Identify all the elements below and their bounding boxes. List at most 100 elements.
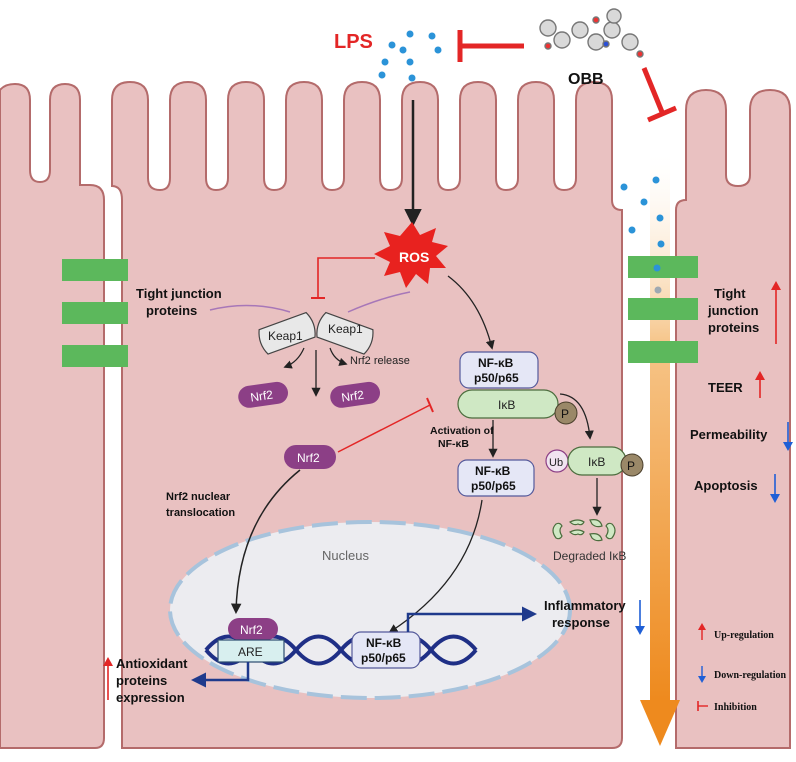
nrf2-shape [238,381,288,408]
ros-burst-icon [374,222,448,288]
lps-dot [652,176,660,184]
nfkb-nuclear-box [351,631,421,669]
lps-dot [378,71,386,79]
keap1-arrow-left [283,347,305,369]
lps-dot [640,198,648,206]
tight-junction-bar [62,345,128,367]
legend-down-arrowhead [698,676,706,683]
are-box [217,639,285,663]
nrf2-released-left: Nrf2 [238,381,288,408]
lps-dot [620,183,628,191]
tight-junction-right-label: Tight junction proteins [707,286,762,335]
lps-dot [406,58,414,66]
degraded-ikb-icon [552,519,616,542]
nucleus-label: Nucleus [322,548,369,563]
paracellular-channel [650,155,670,700]
obb-inhibits-leak-bar [647,105,677,123]
right-cell [675,88,791,749]
nrf2-released-right: Nrf2 [330,381,380,408]
nrf2-bound [228,618,278,640]
ikb-to-ub-arrow [559,393,594,440]
obb-inhibits-leak-line [641,67,665,113]
keap1-left [258,311,316,355]
nrf2-cytoplasm-label: Nrf2 [297,451,320,465]
ikb-ub-phospho-circle [620,453,644,477]
permeability-label: Permeability [690,427,768,442]
ros-inhibits-keap1-line [317,257,375,298]
lps-dot [628,226,636,234]
degraded-ikb-label: Degraded IκB [553,549,626,563]
tight-junction-bar [628,298,698,320]
tight-junctions-left [62,259,128,367]
keap1-dimer: Keap1 Keap1 [258,311,374,355]
tight-junction-bar [628,341,698,363]
nrf2-inhibits-ikb-line [337,404,431,453]
nucleus [168,520,572,700]
legend: Up-regulation Down-regulation Inhibition [697,623,786,713]
antioxidant-label: Antioxidant proteins expression [116,656,191,705]
lps-dot [408,74,416,82]
lps-dot [428,32,436,40]
lps-dot [381,58,389,66]
keap1-left-label: Keap1 [268,329,303,343]
apoptosis-label: Apoptosis [694,478,758,493]
ros-label: ROS [399,249,429,265]
lps-dot [657,240,665,248]
paracellular-arrow-head [640,700,680,746]
ikb-ub-label: IκB [588,455,605,469]
ub-label: Ub [549,457,563,469]
lps-dot [653,264,661,272]
inflammatory-down-arrowhead [635,626,645,635]
nfkb-complex-line1: NF-κB [478,356,514,370]
ikb-phospho-circle [554,401,578,425]
lps-particles [378,30,442,82]
inflammatory-transcription-arrow [406,606,537,632]
tight-junction-label: Tight junction proteins [136,286,225,318]
tight-junction-label-line2: proteins [146,303,197,318]
legend-down-label: Down-regulation [714,670,786,681]
lps-label: LPS [334,31,373,53]
are-label: ARE [238,645,263,659]
nfkb-nuclear-line2: p50/p65 [361,651,406,665]
lps-dot [399,46,407,54]
tight-junction-label-line1: Tight junction [136,286,222,301]
permeability-down-arrowhead [783,442,793,451]
antioxidant-transcription-arrow [191,662,250,688]
nfkb-free-line1: NF-κB [475,464,511,478]
nrf2-shape [330,381,380,408]
lps-dot [656,214,664,222]
keap1-tether [209,291,411,313]
lps-dot [388,41,396,49]
nrf2-released-left-label: Nrf2 [249,388,274,405]
ikb-phospho-label: P [561,407,569,421]
left-cell [0,82,105,749]
lps-dot [406,30,414,38]
tight-junctions-right [628,256,698,363]
nrf2-released-right-label: Nrf2 [340,388,365,405]
nrf2-translocation-label: Nrf2 nuclear translocation [166,491,235,519]
apoptosis-down-arrowhead [770,494,780,503]
tight-junction-bar [62,259,128,281]
nfkb-free-line2: p50/p65 [471,479,516,493]
tight-junction-up-arrowhead [771,281,781,290]
ros-to-nfkb-arrow [447,275,495,350]
nrf2-bound-label: Nrf2 [240,623,263,637]
nfkb-complex-box [459,351,539,389]
ikb-box [457,389,559,419]
tight-junction-bar [62,302,128,324]
nrf2-release-label: Nrf2 release [350,355,410,367]
tight-junction-bar [628,256,698,278]
keap1-right [316,311,374,355]
legend-up-label: Up-regulation [714,630,774,641]
lps-leak-particles [620,176,665,294]
ikb-ub-phospho-label: P [627,459,635,473]
obb-label: OBB [568,71,604,88]
legend-up-arrowhead [698,623,706,630]
nfkb-complex-line2: p50/p65 [474,371,519,385]
nrf2-cytoplasm [284,445,336,469]
legend-inhibition-label: Inhibition [714,702,757,713]
nfkb-free-box [457,459,535,497]
ikb-label: IκB [498,398,515,412]
keap1-right-label: Keap1 [328,322,363,336]
